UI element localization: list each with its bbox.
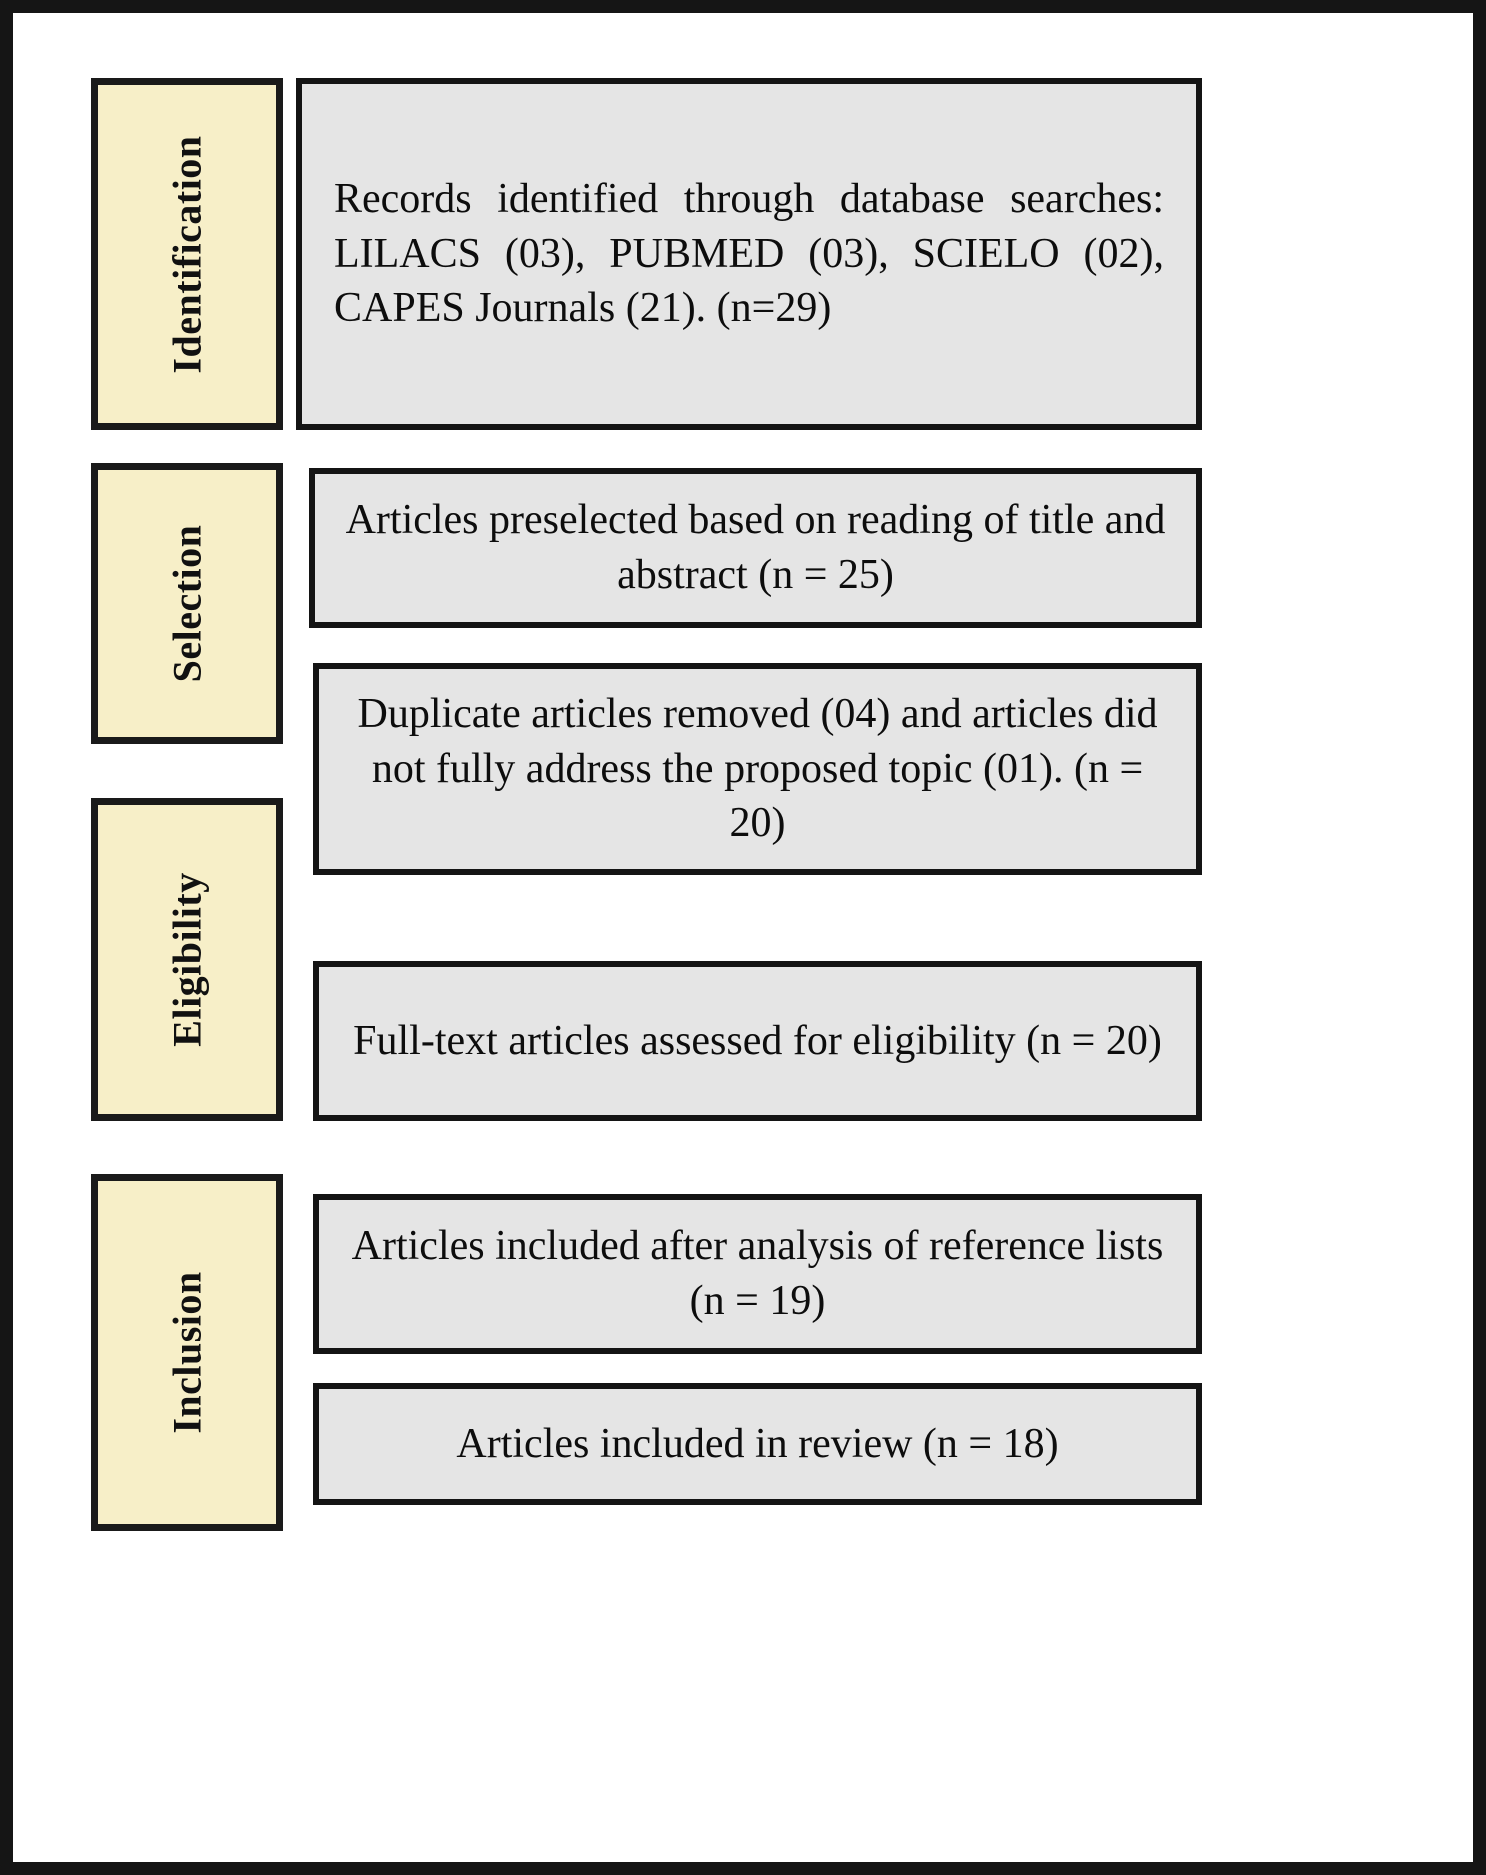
flow-box-included-in-review: Articles included in review (n = 18)	[313, 1383, 1202, 1505]
flow-box-fulltext-assessed-text: Full-text articles assessed for eligibil…	[353, 1017, 1162, 1064]
flow-box-included-after-reference-lists-text: Articles included after analysis of refe…	[351, 1223, 1164, 1324]
flow-box-duplicates-removed-text: Duplicate articles removed (04) and arti…	[357, 691, 1158, 847]
flow-box-preselected-articles-text: Articles preselected based on reading of…	[345, 497, 1166, 598]
flow-box-identification-records: Records identified through database sear…	[296, 78, 1202, 430]
stage-label-identification: Identification	[91, 78, 283, 430]
flow-box-preselected-articles: Articles preselected based on reading of…	[309, 468, 1202, 628]
stage-label-selection: Selection	[91, 463, 283, 744]
stage-label-inclusion-text: Inclusion	[164, 1271, 210, 1434]
flow-box-included-in-review-text: Articles included in review (n = 18)	[456, 1420, 1059, 1467]
stage-label-eligibility: Eligibility	[91, 798, 283, 1121]
stage-label-eligibility-text: Eligibility	[164, 872, 210, 1047]
flow-box-fulltext-assessed: Full-text articles assessed for eligibil…	[313, 961, 1202, 1121]
flow-box-included-after-reference-lists: Articles included after analysis of refe…	[313, 1194, 1202, 1354]
flow-box-duplicates-removed: Duplicate articles removed (04) and arti…	[313, 663, 1202, 875]
flow-box-identification-records-text: Records identified through database sear…	[334, 176, 1164, 332]
prisma-flow-diagram: Identification Records identified throug…	[26, 26, 1486, 1875]
stage-label-identification-text: Identification	[164, 134, 210, 374]
stage-label-selection-text: Selection	[164, 524, 210, 683]
stage-label-inclusion: Inclusion	[91, 1174, 283, 1531]
